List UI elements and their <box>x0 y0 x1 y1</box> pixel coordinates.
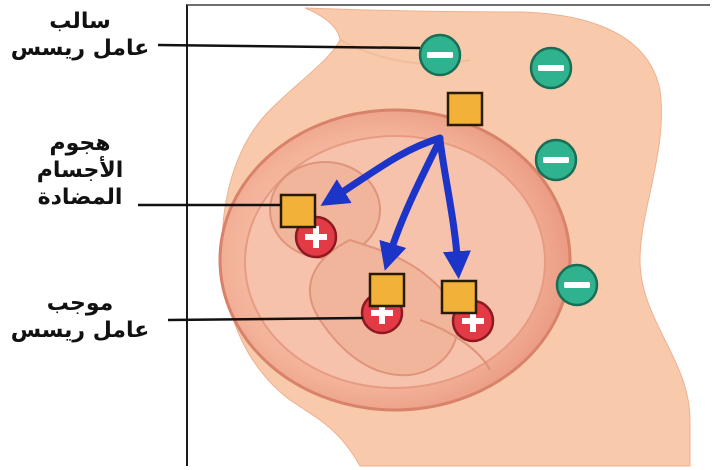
negative-cell <box>531 48 571 88</box>
negative-cell <box>557 265 597 305</box>
label-rh-negative-line2: عامل ريسس <box>4 35 156 62</box>
label-rh-negative-line1: سالب <box>4 8 156 35</box>
label-antibody-attack: هجوم الأجسام المضادة <box>4 130 156 211</box>
label-rh-positive-line2: عامل ريسس <box>4 317 156 344</box>
label-rh-negative: سالب عامل ريسس <box>4 8 156 62</box>
label-antibody-attack-line3: المضادة <box>4 184 156 211</box>
antibody-square <box>370 274 404 306</box>
antibody-square <box>448 93 482 125</box>
label-rh-positive: موجب عامل ريسس <box>4 290 156 344</box>
label-antibody-attack-line2: الأجسام <box>4 157 156 184</box>
negative-cell <box>536 140 576 180</box>
label-rh-positive-line1: موجب <box>4 290 156 317</box>
antibody-square <box>442 281 476 313</box>
label-antibody-attack-line1: هجوم <box>4 130 156 157</box>
antibody-square <box>281 195 315 227</box>
negative-cell-labeled <box>420 35 460 75</box>
